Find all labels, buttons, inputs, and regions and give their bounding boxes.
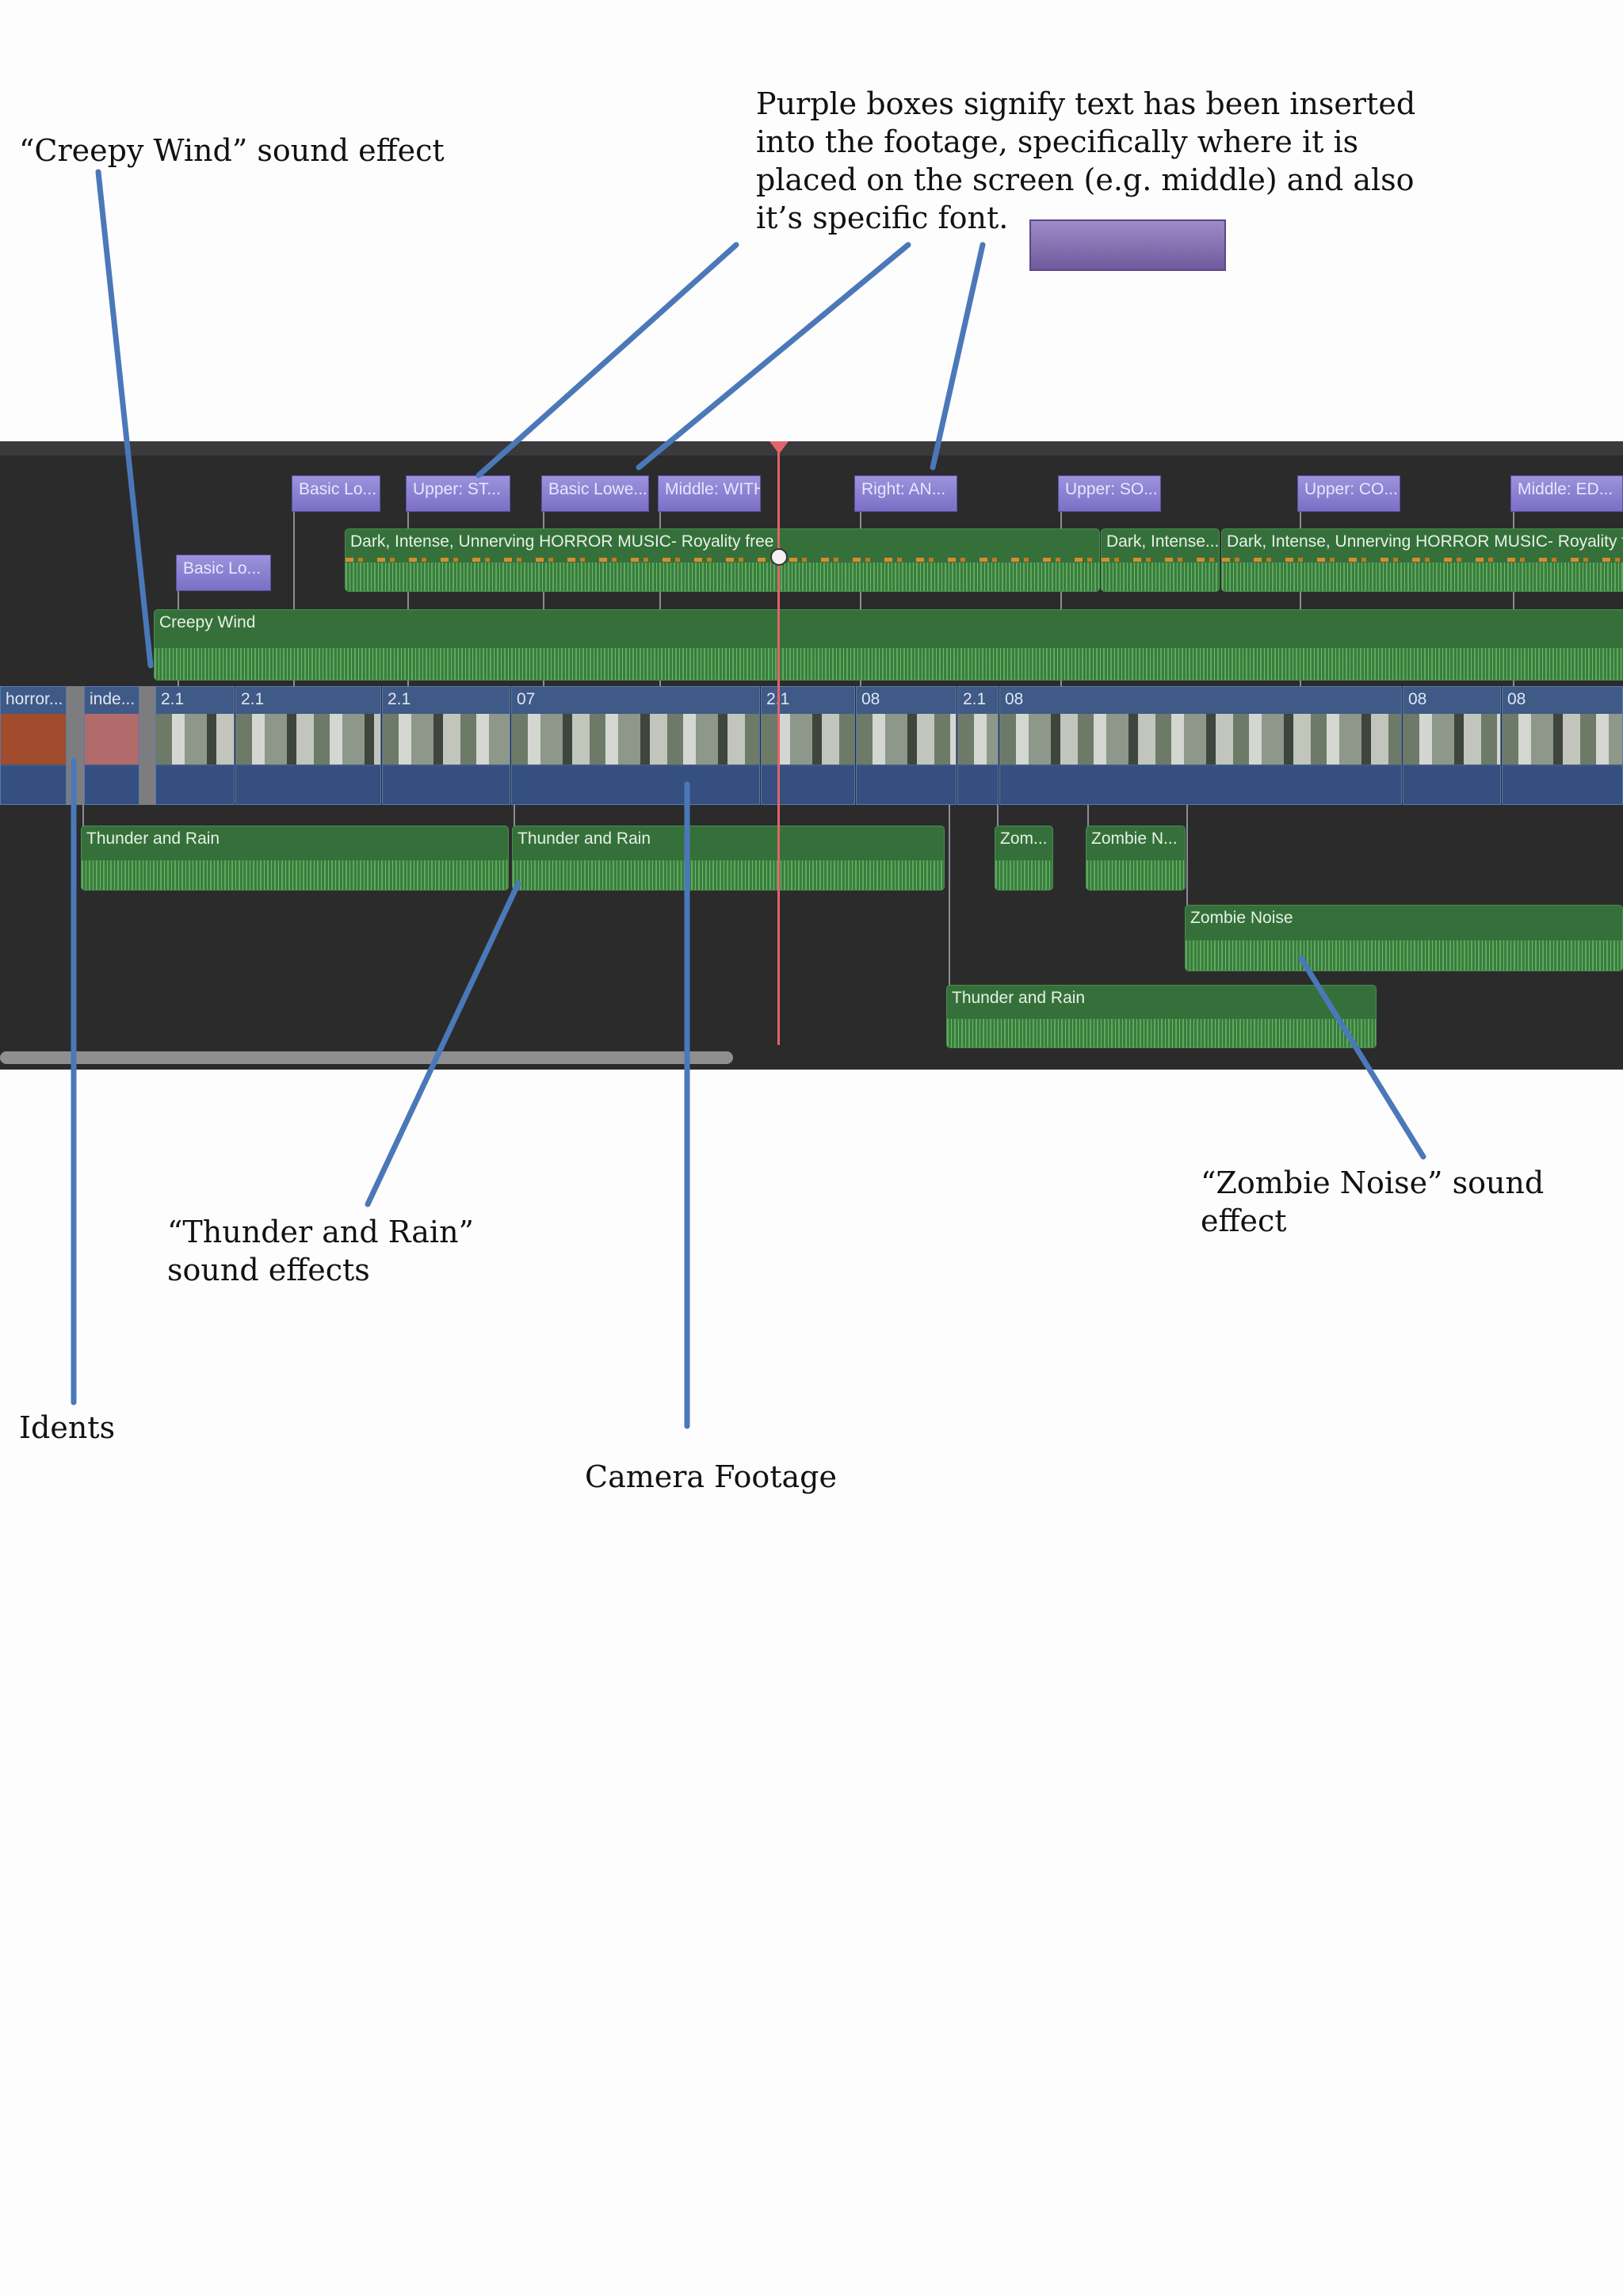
- title-clip-upper-st[interactable]: Upper: ST...: [406, 475, 510, 512]
- video-clip-08-a[interactable]: 08: [856, 686, 957, 805]
- music-clip-1[interactable]: Dark, Intense, Unnerving HORROR MUSIC- R…: [345, 528, 1100, 592]
- video-clip-08-c[interactable]: 08: [1403, 686, 1501, 805]
- video-clip-07[interactable]: 07: [511, 686, 760, 805]
- playhead[interactable]: [777, 441, 780, 1045]
- playhead-handle[interactable]: [769, 441, 789, 454]
- video-clip-horror[interactable]: horror...: [0, 686, 67, 805]
- music-clip-3[interactable]: Dark, Intense, Unnerving HORROR MUSIC- R…: [1221, 528, 1623, 592]
- purple-pointer-3: [930, 242, 986, 471]
- idents-annotation: Idents: [19, 1410, 116, 1445]
- creepy-wind-annotation: “Creepy Wind” sound effect: [19, 133, 445, 168]
- music-clip-2[interactable]: Dark, Intense...: [1101, 528, 1220, 592]
- thunder-rain-clip-1[interactable]: Thunder and Rain: [81, 826, 509, 891]
- zombie-noise-annotation: “Zombie Noise” sound effect: [1201, 1165, 1545, 1238]
- video-clip-2-1-b[interactable]: 2.1: [235, 686, 381, 805]
- zombie-noise-clip[interactable]: Zombie Noise: [1185, 905, 1623, 971]
- video-clip-2-1-a[interactable]: 2.1: [155, 686, 235, 805]
- title-clip-middle-ed[interactable]: Middle: ED...: [1510, 475, 1623, 512]
- video-clip-2-1-c[interactable]: 2.1: [382, 686, 510, 805]
- title-clip-right-an[interactable]: Right: AN...: [854, 475, 957, 512]
- camera-footage-annotation: Camera Footage: [585, 1459, 837, 1494]
- video-clip-08-b[interactable]: 08: [999, 686, 1402, 805]
- thunder-rain-clip-3[interactable]: Thunder and Rain: [946, 985, 1377, 1048]
- title-clip-upper-co[interactable]: Upper: CO...: [1297, 475, 1400, 512]
- video-clip-inde[interactable]: inde...: [84, 686, 139, 805]
- zombie-n-clip[interactable]: Zombie N...: [1086, 826, 1186, 891]
- creepy-wind-clip[interactable]: Creepy Wind: [154, 609, 1623, 681]
- title-clip-upper-so[interactable]: Upper: SO...: [1058, 475, 1161, 512]
- purple-pointer-2: [636, 242, 911, 471]
- purple-title-swatch: [1029, 219, 1226, 271]
- title-clip-basic-lower-2[interactable]: Basic Lo...: [292, 475, 380, 512]
- title-clip-basic-lowe[interactable]: Basic Lowe...: [541, 475, 649, 512]
- title-clip-basic-lower-1[interactable]: Basic Lo...: [176, 555, 271, 591]
- zombie-clip-short[interactable]: Zom...: [995, 826, 1053, 891]
- video-clip-2-1-e[interactable]: 2.1: [957, 686, 999, 805]
- video-clip-2-1-d[interactable]: 2.1: [761, 686, 855, 805]
- video-clip-08-d[interactable]: 08: [1502, 686, 1623, 805]
- thunder-rain-clip-2[interactable]: Thunder and Rain: [512, 826, 945, 891]
- video-editor-timeline[interactable]: Basic Lo... Basic Lo... Upper: ST... Bas…: [0, 441, 1623, 1070]
- skimmer-dot: [770, 548, 788, 566]
- timeline-scrollbar[interactable]: [0, 1051, 733, 1064]
- title-clip-middle-with[interactable]: Middle: WITH: [658, 475, 761, 512]
- timeline-ruler[interactable]: [0, 441, 1623, 456]
